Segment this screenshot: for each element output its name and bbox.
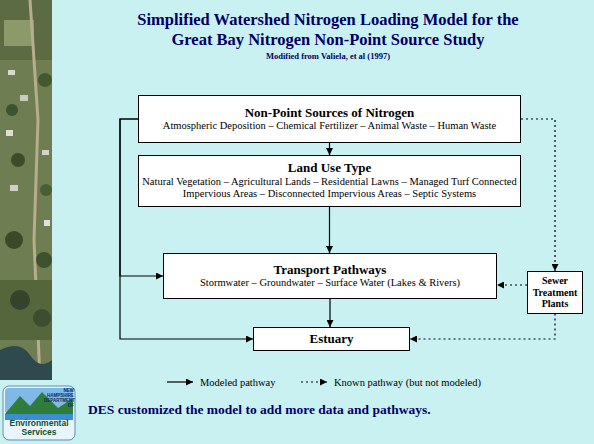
des-logo — [3, 386, 75, 440]
legend-sample — [300, 376, 328, 388]
box-heading: Sewer Treatment Plants — [530, 275, 580, 310]
unmodeled-pathway — [410, 314, 555, 340]
modeled-pathway — [329, 143, 330, 155]
aerial-photo — [0, 0, 52, 380]
box-heading: Non-Point Sources of Nitrogen — [245, 106, 415, 121]
transport-box: Transport PathwaysStormwater – Groundwat… — [163, 253, 497, 299]
legend-row: Known pathway (but not modeled) — [300, 376, 481, 388]
legend-text: Modeled pathway — [200, 377, 276, 388]
box-heading: Transport Pathways — [274, 263, 387, 278]
land-use-box: Land Use TypeNatural Vegetation – Agricu… — [138, 155, 521, 207]
estuary-box: Estuary — [253, 327, 410, 351]
modeled-pathway — [120, 119, 253, 339]
box-body: Stormwater – Groundwater – Surface Water… — [200, 277, 460, 289]
legend-text: Known pathway (but not modeled) — [334, 377, 481, 388]
legend-row: Modeled pathway — [166, 376, 276, 388]
logo-small-text: NEW HAMPSHIRE DEPARTMENT OF — [44, 389, 74, 409]
modeled-pathway — [329, 299, 330, 327]
source-note: Modified from Valiela, et al (1997) — [178, 52, 478, 61]
box-heading: Estuary — [309, 332, 353, 347]
footer-note: DES customized the model to add more dat… — [88, 403, 588, 418]
legend-sample — [166, 376, 194, 388]
treatment-box: Sewer Treatment Plants — [527, 271, 583, 314]
modeled-pathway — [329, 207, 330, 253]
unmodeled-pathway — [497, 284, 527, 285]
box-heading: Land Use Type — [288, 161, 371, 176]
source-box: Non-Point Sources of NitrogenAtmospheric… — [138, 95, 521, 143]
logo-text: Environmental Services — [4, 419, 74, 438]
box-body: Natural Vegetation – Agricultural Lands … — [141, 176, 518, 200]
unmodeled-pathway — [521, 119, 555, 271]
slide-title: Simplified Watershed Nitrogen Loading Mo… — [123, 10, 533, 50]
box-body: Atmospheric Deposition – Chemical Fertil… — [163, 120, 496, 132]
